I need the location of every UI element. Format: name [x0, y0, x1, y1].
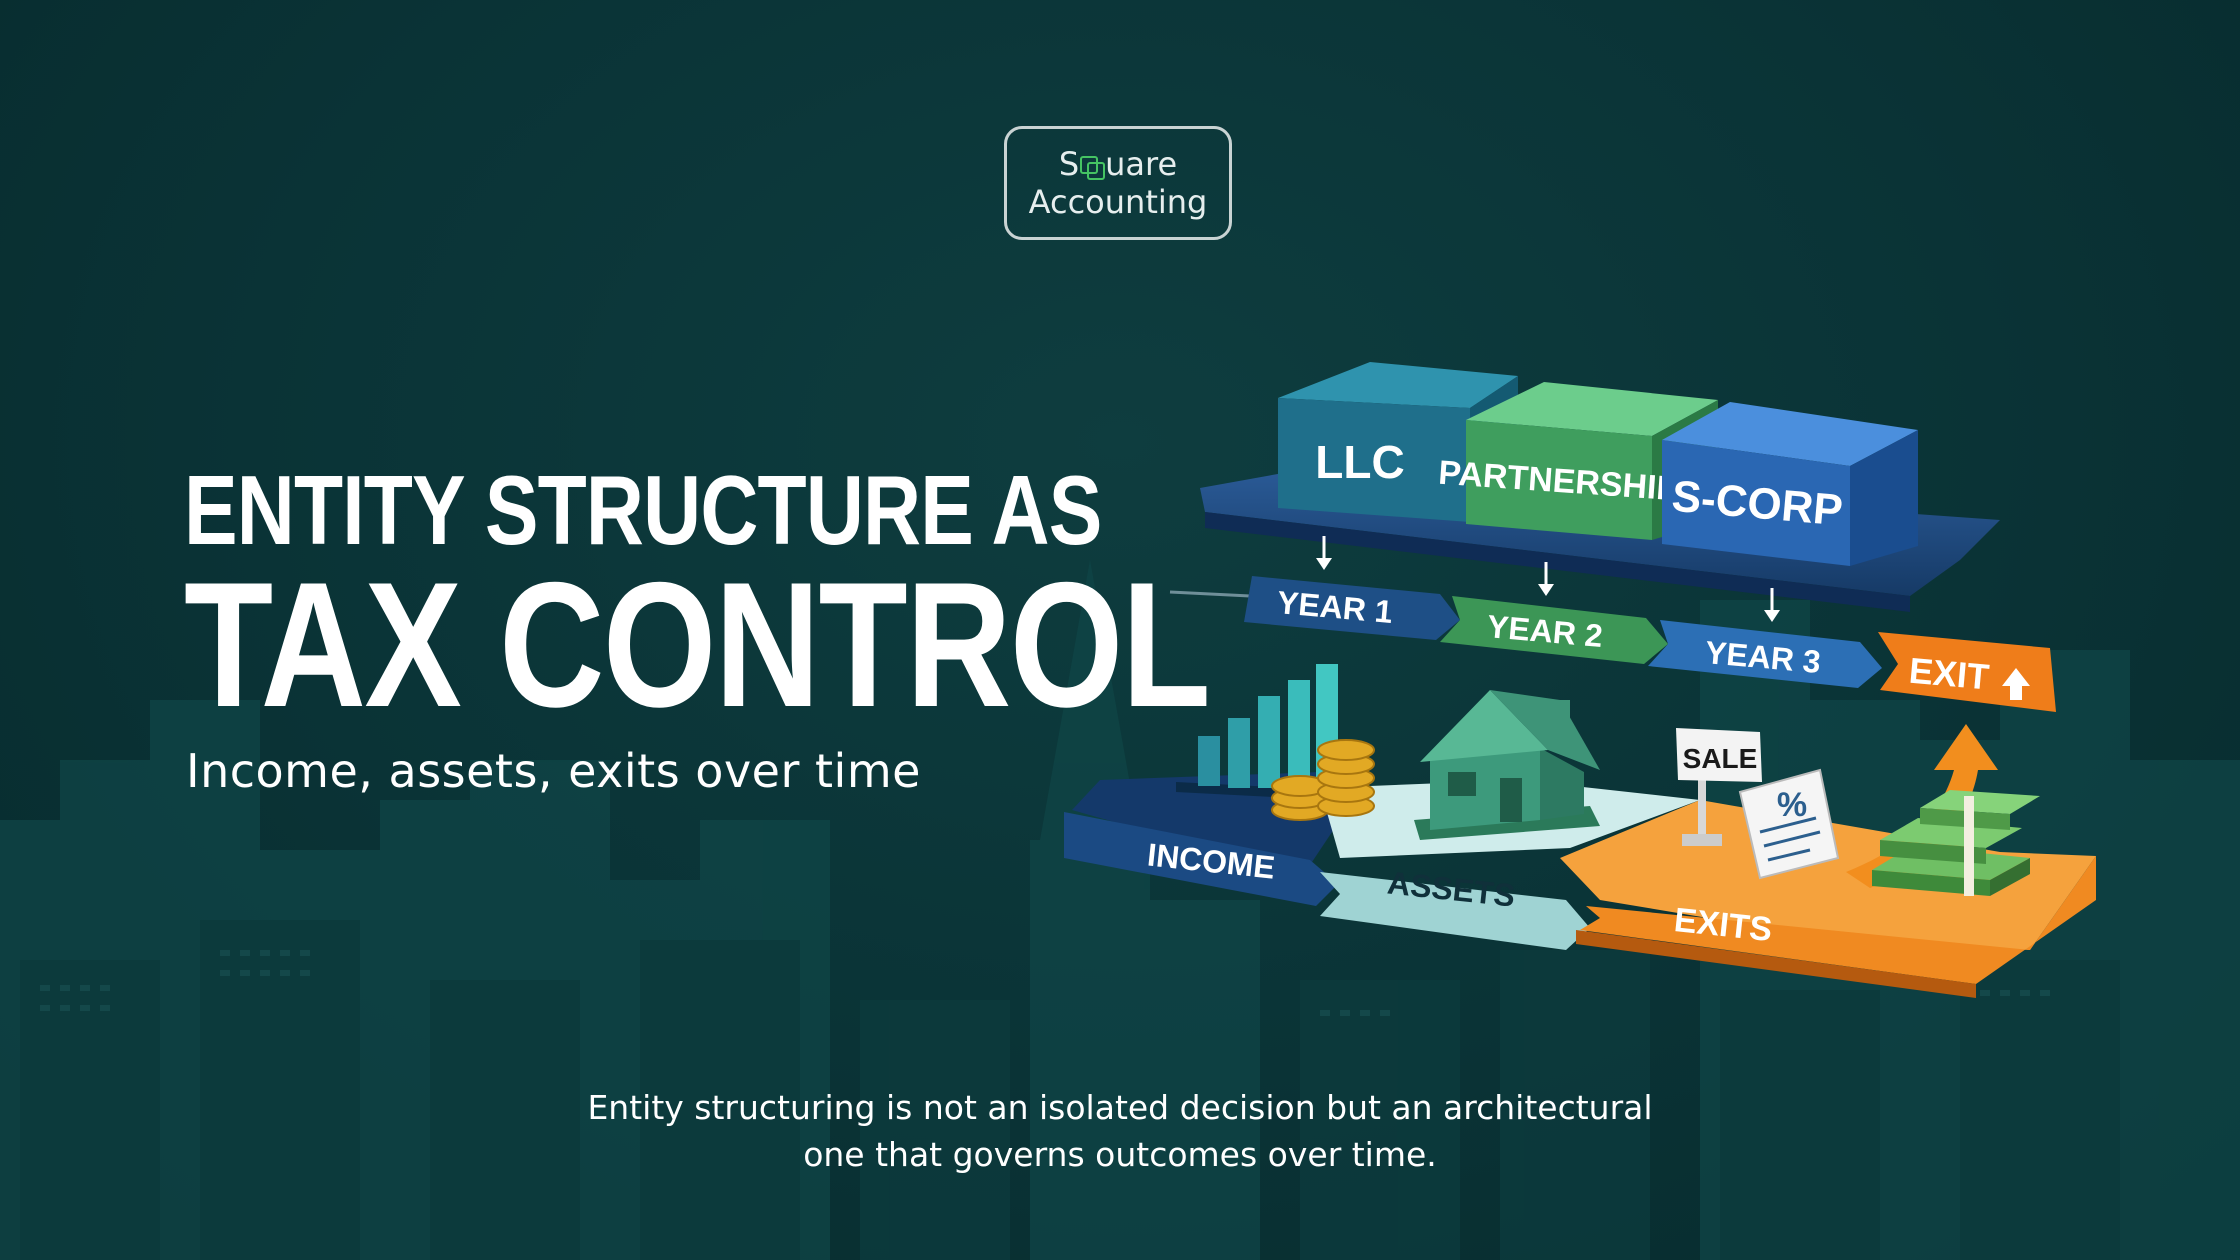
logo-line-2: Accounting — [1028, 183, 1208, 221]
logo-letter-s: S — [1058, 145, 1080, 183]
entity-label-llc: LLC — [1315, 436, 1404, 488]
timeline-label-exit: EXIT — [1907, 650, 1990, 698]
logo-word-end: uare — [1105, 145, 1178, 183]
sale-sign-label: SALE — [1683, 743, 1758, 774]
entity-block-s-corp: S-CORP — [1662, 402, 1918, 566]
coin-stack-icon — [1271, 739, 1375, 821]
caption-line-1: Entity structuring is not an isolated de… — [587, 1088, 1653, 1127]
house-icon — [1414, 690, 1600, 840]
percent-sign: % — [1777, 786, 1807, 824]
timeline-year-1: YEAR 1 — [1244, 576, 1460, 640]
growth-arrow-icon — [1846, 724, 1998, 888]
caption-line-2: one that governs outcomes over time. — [803, 1135, 1437, 1174]
brand-logo[interactable]: S uare Accounting — [1004, 126, 1232, 240]
timeline-exit: EXIT — [1878, 632, 2056, 712]
sale-sign-icon: SALE — [1676, 728, 1762, 846]
headline-subtitle: Income, assets, exits over time — [186, 744, 921, 798]
timeline-year-3: YEAR 3 — [1648, 620, 1882, 688]
timeline-year-2: YEAR 2 — [1440, 596, 1668, 664]
logo-line-1: S uare — [1059, 145, 1177, 183]
up-arrow-icon — [2002, 668, 2030, 700]
overlapping-squares-icon — [1080, 154, 1106, 180]
caption-text: Entity structuring is not an isolated de… — [520, 1084, 1720, 1178]
document-icon: % — [1738, 768, 1840, 880]
down-arrow-icons — [1316, 536, 1780, 622]
cash-stack-icon — [1872, 790, 2040, 896]
